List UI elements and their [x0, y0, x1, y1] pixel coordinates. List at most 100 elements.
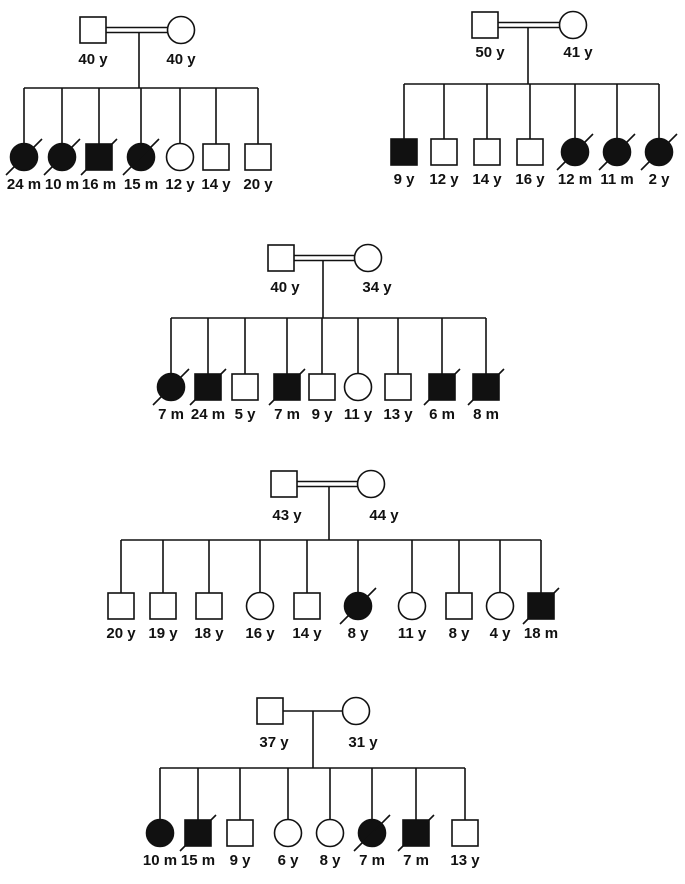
pedigree-3-child-9-deceased-slash [467, 368, 505, 406]
pedigree-5-child-2-deceased-slash [179, 814, 217, 852]
pedigree-4-child-8-male-square [445, 592, 473, 620]
pedigree-5-child-8-male-square [451, 819, 479, 847]
pedigree-3-child-8-deceased-slash [423, 368, 461, 406]
pedigree-5-mother-age: 31 y [348, 734, 378, 751]
pedigree-5-child-3-age: 9 y [230, 852, 252, 869]
pedigree-1-father-male-square [79, 16, 107, 44]
pedigree-1-child-5-age: 12 y [165, 176, 195, 193]
pedigree-5-child-3-male-square [226, 819, 254, 847]
pedigree-4-child-10-age: 18 m [524, 625, 558, 642]
pedigree-4-child-2-male-square [149, 592, 177, 620]
pedigree-2-child-7-age: 2 y [649, 171, 671, 188]
pedigree-4-child-2-age: 19 y [148, 625, 178, 642]
pedigree-3-child-3-male-square [231, 373, 259, 401]
pedigree-2-child-6-age: 11 m [600, 171, 633, 188]
pedigree-4-mother-female-circle [356, 469, 386, 499]
pedigree-1-child-4-deceased-slash [122, 138, 160, 176]
pedigree-4-father-age: 43 y [272, 507, 302, 524]
pedigree-4-child-5-age: 14 y [292, 625, 322, 642]
pedigree-4-child-6-age: 8 y [348, 625, 370, 642]
pedigree-3-child-7-male-square [384, 373, 412, 401]
pedigree-4-child-7-female-circle [397, 591, 427, 621]
pedigree-5-father-male-square [256, 697, 284, 725]
pedigree-4-child-8-age: 8 y [449, 625, 471, 642]
pedigree-3-child-2-deceased-slash [189, 368, 227, 406]
pedigree-4-child-4-age: 16 y [245, 625, 275, 642]
pedigree-4-child-1-age: 20 y [106, 625, 136, 642]
pedigree-1-mother-age: 40 y [166, 51, 196, 68]
pedigree-4-child-9-age: 4 y [490, 625, 512, 642]
pedigree-3-child-1-deceased-slash [152, 368, 190, 406]
pedigree-3-child-4-deceased-slash [268, 368, 306, 406]
pedigree-4-child-10-deceased-slash [522, 587, 560, 625]
pedigree-4-child-6-deceased-slash [339, 587, 377, 625]
pedigree-2-child-1-male-square [390, 138, 418, 166]
pedigree-3-child-5-age: 9 y [312, 406, 334, 423]
pedigree-4-mother-age: 44 y [369, 507, 399, 524]
pedigree-5-child-7-deceased-slash [397, 814, 435, 852]
pedigree-3-child-7-age: 13 y [383, 406, 413, 423]
pedigree-5-father-age: 37 y [259, 734, 289, 751]
pedigree-3-child-3-age: 5 y [235, 406, 257, 423]
pedigree-5-child-8-age: 13 y [450, 852, 480, 869]
pedigree-2-child-5-age: 12 m [558, 171, 592, 188]
pedigree-2-child-3-age: 14 y [472, 171, 502, 188]
pedigree-1-child-7-age: 20 y [243, 176, 273, 193]
pedigree-5-child-7-age: 7 m [403, 852, 429, 869]
pedigree-5-child-2-age: 15 m [181, 852, 215, 869]
pedigree-2-mother-age: 41 y [563, 44, 593, 61]
pedigree-3-child-4-age: 7 m [274, 406, 300, 423]
pedigree-5-child-1-age: 10 m [143, 852, 177, 869]
pedigree-5-mother-female-circle [341, 696, 371, 726]
pedigree-1-child-6-male-square [202, 143, 230, 171]
pedigree-3-mother-age: 34 y [362, 279, 392, 296]
pedigree-1-father-age: 40 y [78, 51, 108, 68]
pedigree-2-child-3-male-square [473, 138, 501, 166]
pedigree-3-child-2-age: 24 m [191, 406, 225, 423]
pedigree-4: 43 y 44 y 20 y 19 y 18 y 16 y 14 y 8 y 11 y 8 y 4 … [106, 469, 560, 642]
pedigree-4-child-3-male-square [195, 592, 223, 620]
pedigree-2-child-2-age: 12 y [429, 171, 459, 188]
pedigree-1-child-6-age: 14 y [201, 176, 231, 193]
pedigree-1-child-3-age: 16 m [82, 176, 116, 193]
pedigree-4-child-4-female-circle [245, 591, 275, 621]
pedigree-3-father-male-square [267, 244, 295, 272]
pedigree-5-child-1-female-circle [145, 818, 175, 848]
pedigree-3-child-6-age: 11 y [344, 406, 373, 423]
pedigree-1-mother-female-circle [166, 15, 196, 45]
pedigree-4-child-9-female-circle [485, 591, 515, 621]
pedigree-1-child-3-deceased-slash [80, 138, 118, 176]
pedigree-2-father-age: 50 y [475, 44, 505, 61]
pedigree-2-father-male-square [471, 11, 499, 39]
pedigree-2-child-1-age: 9 y [394, 171, 416, 188]
pedigree-1-child-5-female-circle [165, 142, 195, 172]
pedigree-3-mother-female-circle [353, 243, 383, 273]
pedigree-2-mother-female-circle [558, 10, 588, 40]
pedigree-2: 50 y 41 y 9 y 12 y 14 y 16 y 12 m 11 m 2 y [390, 10, 678, 188]
pedigree-1-child-4-age: 15 m [124, 176, 158, 193]
pedigree-4-father-male-square [270, 470, 298, 498]
pedigree-2-child-5-deceased-slash [556, 133, 594, 171]
pedigree-5-child-4-female-circle [273, 818, 303, 848]
pedigree-1-child-2-deceased-slash [43, 138, 81, 176]
pedigree-5-child-4-age: 6 y [278, 852, 300, 869]
pedigree-1-child-1-age: 24 m [7, 176, 41, 193]
pedigree-3-child-5-male-square [308, 373, 336, 401]
pedigree-5-child-5-age: 8 y [320, 852, 342, 869]
pedigree-2-child-2-male-square [430, 138, 458, 166]
pedigree-4-child-3-age: 18 y [194, 625, 224, 642]
pedigree-2-child-4-age: 16 y [515, 171, 545, 188]
pedigree-3-child-6-female-circle [343, 372, 373, 402]
pedigree-1-child-2-age: 10 m [45, 176, 79, 193]
pedigree-4-child-5-male-square [293, 592, 321, 620]
pedigree-5-child-6-age: 7 m [359, 852, 385, 869]
pedigree-4-child-7-age: 11 y [398, 625, 427, 642]
pedigree-3-child-9-age: 8 m [473, 406, 499, 423]
pedigree-2-child-4-male-square [516, 138, 544, 166]
pedigree-5-child-5-female-circle [315, 818, 345, 848]
pedigree-4-child-1-male-square [107, 592, 135, 620]
